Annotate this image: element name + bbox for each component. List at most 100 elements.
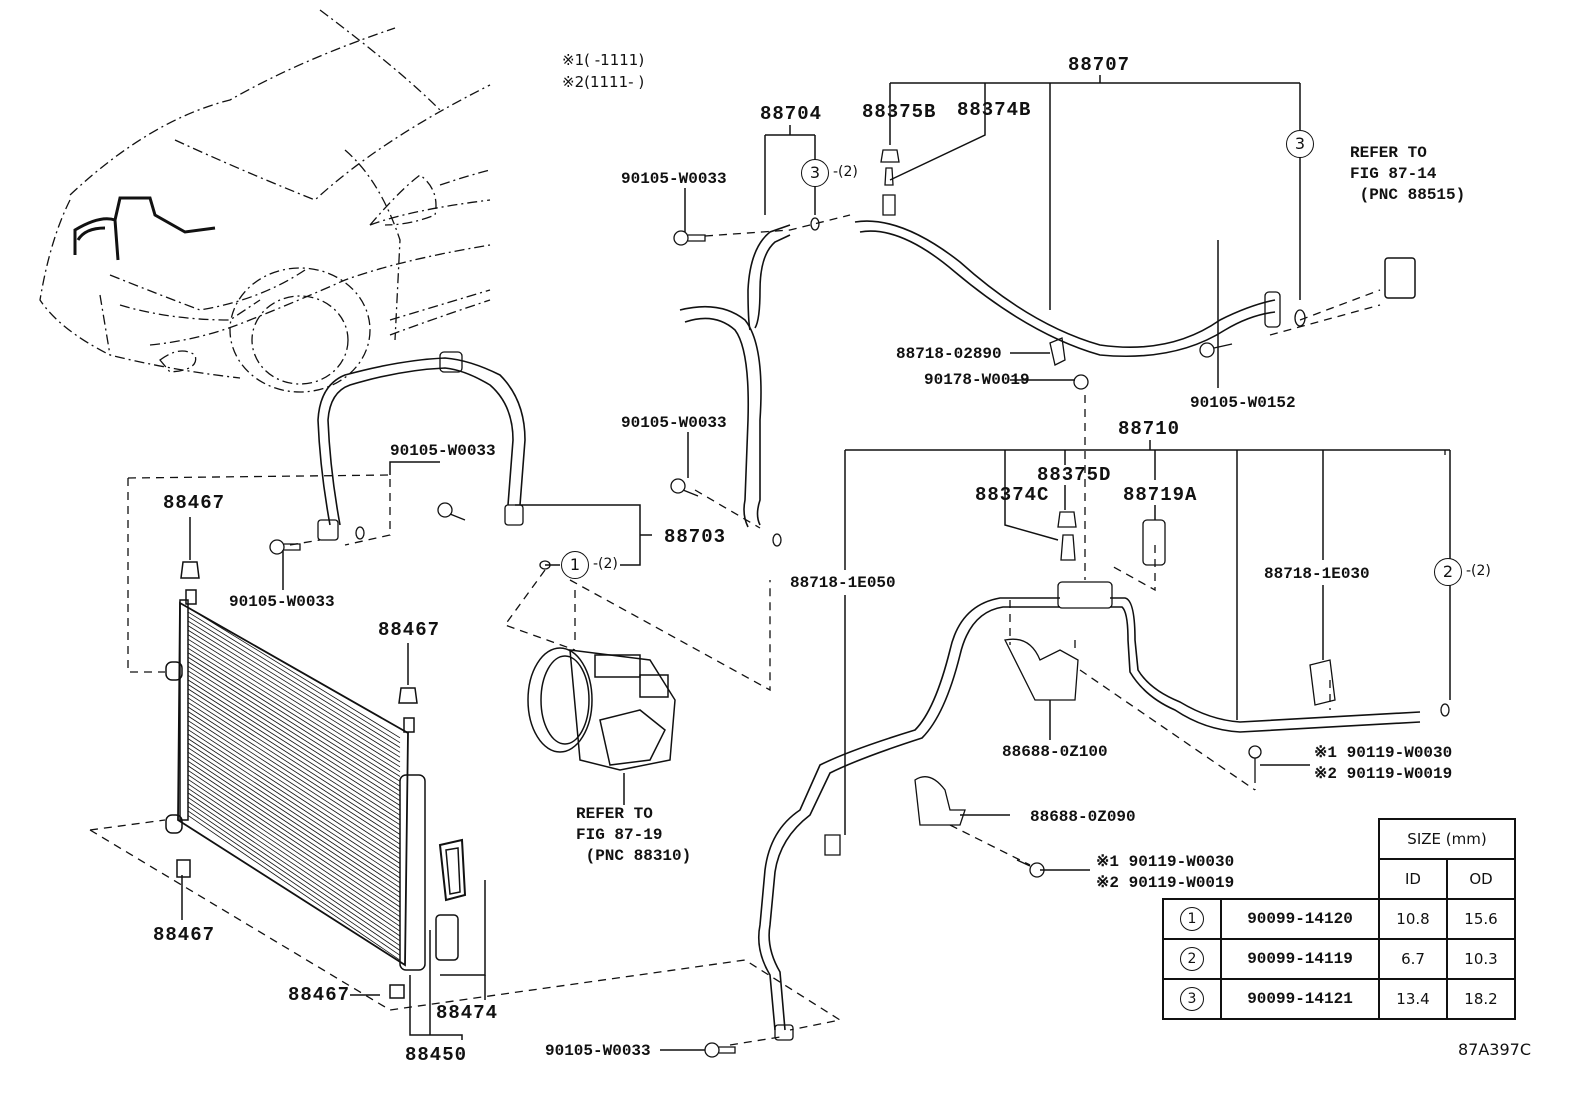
size-table-row: 1 90099-14120 10.8 15.6 <box>1162 898 1516 940</box>
size-table-od: 10.3 <box>1446 938 1516 980</box>
part-label-88374B[interactable]: 88374B <box>957 99 1032 121</box>
condenser-fin <box>187 774 401 917</box>
condenser-fin <box>187 643 401 777</box>
desiccant-filter <box>435 838 467 961</box>
part-label-88703[interactable]: 88703 <box>664 526 727 548</box>
condenser-fin <box>187 638 401 773</box>
condenser-fin <box>187 724 401 864</box>
condenser-fin <box>187 616 401 748</box>
part-label-90105-W0033-left[interactable]: 90105-W0033 <box>390 442 496 460</box>
size-table-row: 2 90099-14119 6.7 10.3 <box>1162 938 1516 980</box>
part-label-88710[interactable]: 88710 <box>1118 418 1181 440</box>
oring-callout-2-qty: -(2) <box>1466 563 1491 579</box>
size-table-ref-circle: 1 <box>1180 907 1204 931</box>
condenser-fin <box>187 788 401 932</box>
part-label-88718-02890[interactable]: 88718-02890 <box>896 345 1002 363</box>
serial-note-1: ※1( -1111) <box>562 51 645 69</box>
oring-callout-1[interactable]: 1 <box>561 551 589 579</box>
oring-callout-1-qty: -(2) <box>593 556 618 572</box>
condenser-fin <box>187 733 401 874</box>
size-table-part[interactable]: 90099-14120 <box>1220 898 1380 940</box>
part-label-88375D[interactable]: 88375D <box>1037 464 1112 486</box>
condenser-fin <box>187 711 401 850</box>
part-label-88474[interactable]: 88474 <box>436 1002 499 1024</box>
condenser-fin <box>187 792 401 937</box>
condenser-fin <box>187 760 401 903</box>
condenser-fin <box>187 742 401 884</box>
size-table-ref-circle: 2 <box>1180 947 1204 971</box>
part-label-90105-W0033-cond[interactable]: 90105-W0033 <box>229 593 335 611</box>
oring-callout-3a-qty: -(2) <box>833 164 858 180</box>
part-label-88467-bottom[interactable]: 88467 <box>288 984 351 1006</box>
part-label-88467-bottom-left[interactable]: 88467 <box>153 924 216 946</box>
condenser-fin <box>187 611 401 744</box>
part-label-88688-0Z090[interactable]: 88688-0Z090 <box>1030 808 1136 826</box>
size-table-od: 15.6 <box>1446 898 1516 940</box>
part-label-90105-W0152[interactable]: 90105-W0152 <box>1190 394 1296 412</box>
bolt-label-note2-lower[interactable]: ※2 90119-W0019 <box>1096 874 1235 892</box>
condenser-fin <box>187 729 401 869</box>
reference-evaporator[interactable]: REFER TO FIG 87-14 (PNC 88515) <box>1350 144 1466 204</box>
fittings <box>269 149 1450 1058</box>
part-label-88704[interactable]: 88704 <box>760 103 823 125</box>
condenser-fin <box>187 688 401 826</box>
condenser-fin <box>187 747 401 889</box>
size-table-id: 6.7 <box>1378 938 1448 980</box>
bolt-label-note1-right[interactable]: ※1 90119-W0030 <box>1314 744 1453 762</box>
part-label-88374C[interactable]: 88374C <box>975 484 1050 506</box>
part-label-88719A[interactable]: 88719A <box>1123 484 1198 506</box>
leader-lines <box>181 75 1451 1051</box>
condenser-fin <box>187 806 401 951</box>
part-label-88688-0Z100[interactable]: 88688-0Z100 <box>1002 743 1108 761</box>
condenser-fin <box>187 693 401 831</box>
condenser-fin <box>187 756 401 898</box>
condenser-fin <box>187 765 401 908</box>
condenser-fin <box>187 815 401 961</box>
part-label-90178-W0019[interactable]: 90178-W0019 <box>924 371 1030 389</box>
condenser-fin <box>187 625 401 758</box>
condenser-fin <box>187 670 401 806</box>
part-label-90105-W0033-mid[interactable]: 90105-W0033 <box>621 414 727 432</box>
bolt-label-note1-lower[interactable]: ※1 90119-W0030 <box>1096 853 1235 871</box>
part-label-88467-right[interactable]: 88467 <box>378 619 441 641</box>
size-table-part[interactable]: 90099-14121 <box>1220 978 1380 1020</box>
oring-callout-3b[interactable]: 3 <box>1286 130 1314 158</box>
condenser-fin <box>187 652 401 787</box>
condenser-fin <box>187 715 401 855</box>
condenser-fin <box>187 629 401 763</box>
part-label-88718-1E030[interactable]: 88718-1E030 <box>1264 565 1370 583</box>
serial-note-2: ※2(1111- ) <box>562 73 645 91</box>
ac-pipes <box>317 220 1421 1031</box>
size-table-col-od: OD <box>1446 858 1516 900</box>
reference-compressor[interactable]: REFER TO FIG 87-19 (PNC 88310) <box>576 805 692 865</box>
vehicle-outline <box>39 9 491 393</box>
condenser-fin <box>187 665 401 802</box>
part-label-88450[interactable]: 88450 <box>405 1044 468 1066</box>
size-table-od: 18.2 <box>1446 978 1516 1020</box>
part-label-88707[interactable]: 88707 <box>1068 54 1131 76</box>
size-table-part[interactable]: 90099-14119 <box>1220 938 1380 980</box>
bolt-label-note2-right[interactable]: ※2 90119-W0019 <box>1314 765 1453 783</box>
size-table-id: 13.4 <box>1378 978 1448 1020</box>
compressor <box>527 647 676 771</box>
part-label-90105-W0033-top[interactable]: 90105-W0033 <box>621 170 727 188</box>
condenser-fin <box>187 634 401 768</box>
figure-code: 87A397C <box>1458 1040 1532 1059</box>
size-table-header: SIZE (mm) <box>1378 818 1516 860</box>
part-label-88467-top[interactable]: 88467 <box>163 492 226 514</box>
condenser-fin <box>187 778 401 922</box>
condenser-fin <box>187 661 401 797</box>
condenser-fin <box>187 656 401 792</box>
expansion-valve <box>1384 257 1416 299</box>
part-label-88718-1E050[interactable]: 88718-1E050 <box>790 574 896 592</box>
oring-callout-2[interactable]: 2 <box>1434 558 1462 586</box>
condenser-fin <box>187 797 401 942</box>
part-label-88375B[interactable]: 88375B <box>862 101 937 123</box>
condenser-fin <box>187 706 401 845</box>
oring-callout-3a[interactable]: 3 <box>801 159 829 187</box>
assembly-dashed-lines <box>89 214 1446 1046</box>
part-label-90105-W0033-bottom[interactable]: 90105-W0033 <box>545 1042 651 1060</box>
condenser <box>165 561 426 999</box>
size-table-row: 3 90099-14121 13.4 18.2 <box>1162 978 1516 1020</box>
condenser-fin <box>187 720 401 860</box>
